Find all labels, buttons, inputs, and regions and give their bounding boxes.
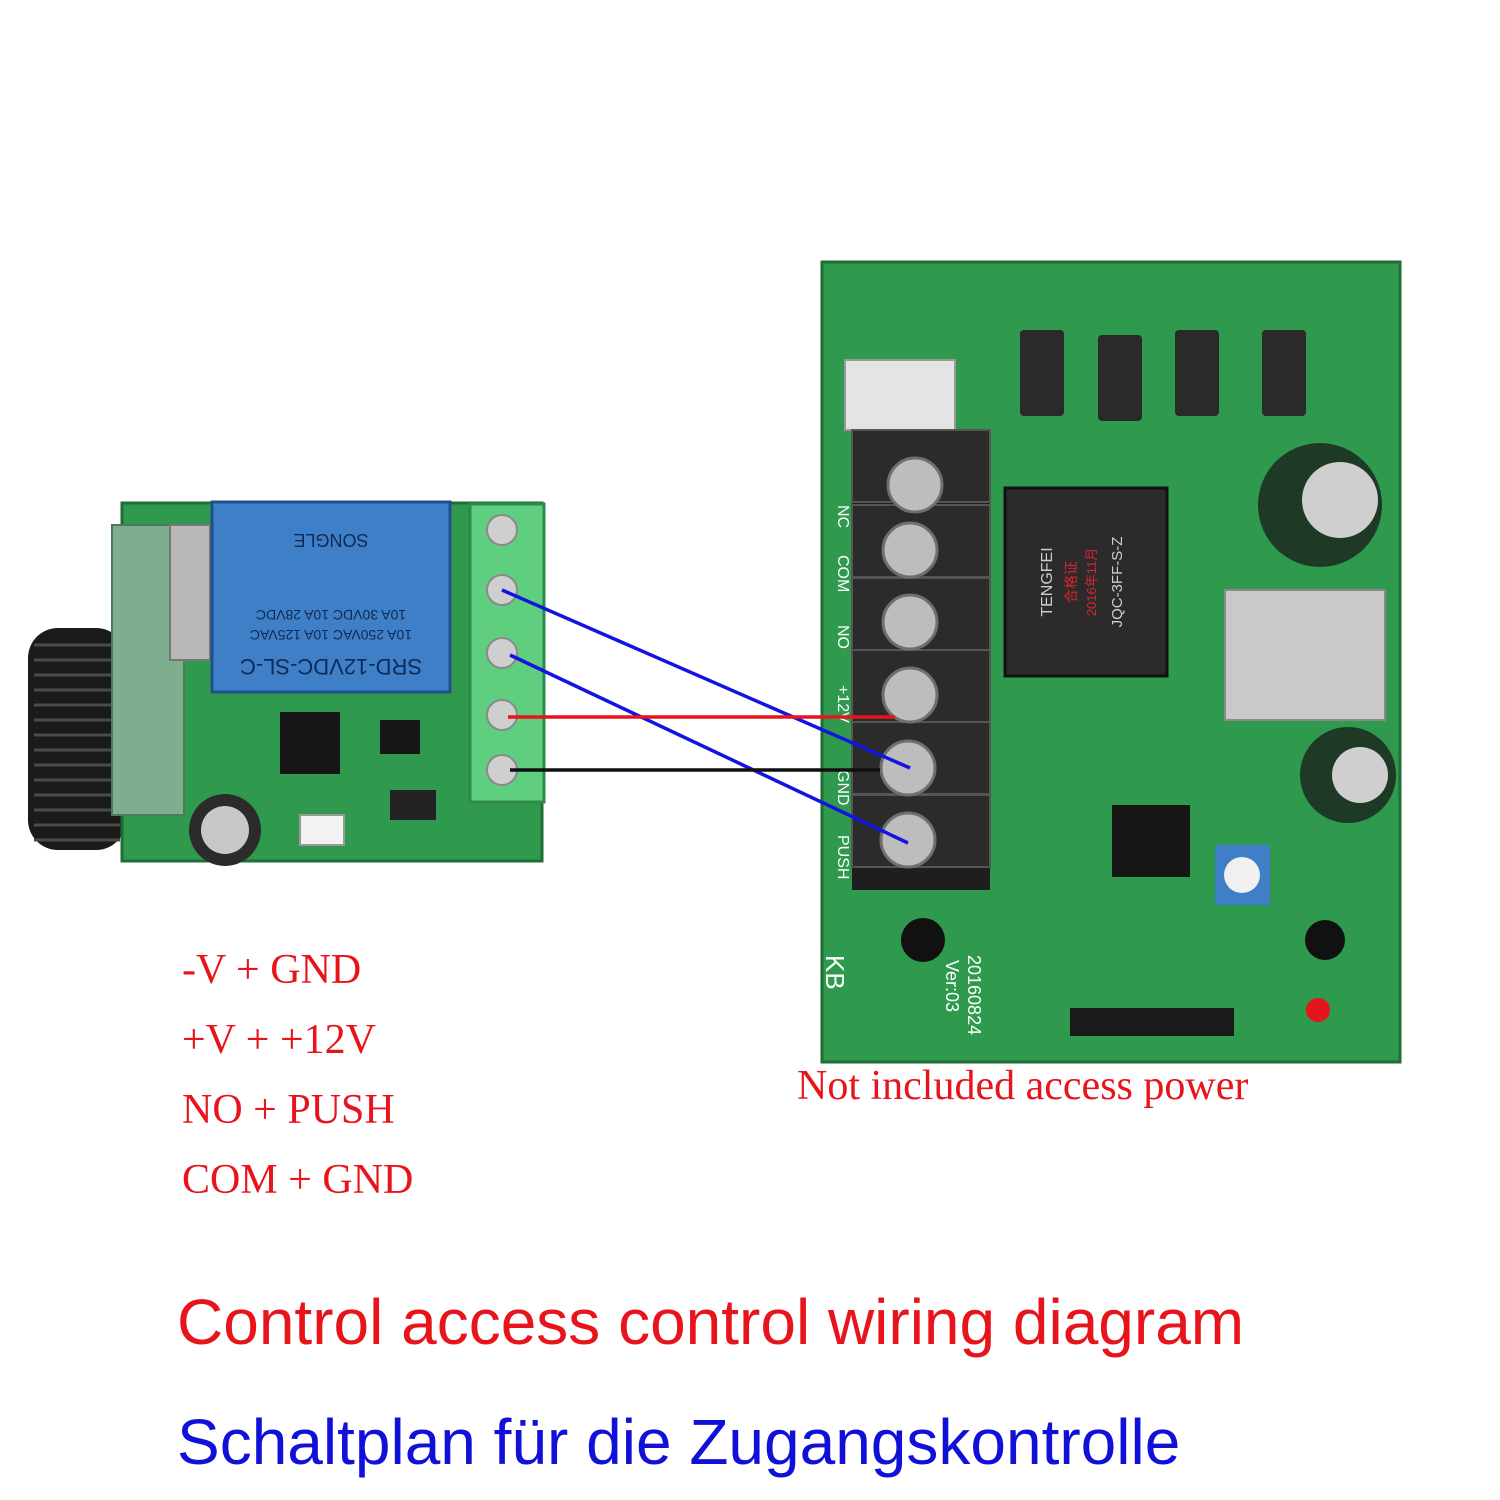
access-relay-stamp: 合格证	[1063, 561, 1079, 603]
wire-com-to-gnd	[501, 588, 911, 770]
access-relay-model: JQC-3FF-S-Z	[1109, 537, 1126, 628]
receiver-screw-1	[486, 514, 518, 546]
diodes	[1020, 330, 1306, 421]
wiring-notes: -V + GND +V + +12V NO + PUSH COM + GND	[182, 935, 413, 1215]
title-german: Schaltplan für die Zugangskontrolle	[177, 1406, 1181, 1478]
relay-model-text: SRD-12VDC-SL-C	[240, 654, 422, 679]
wiring-note-com-gnd: COM + GND	[182, 1157, 414, 1203]
board-version-text: Ver:03	[942, 960, 962, 1012]
terminal-screw-com	[881, 521, 939, 579]
terminal-label-push: PUSH	[834, 835, 851, 879]
access-relay-brand: TENGFEI	[1039, 547, 1056, 616]
access-ic	[1112, 805, 1190, 877]
board-date-text: 20160824	[964, 955, 984, 1035]
receiver-screw-4	[486, 699, 518, 731]
receiver-terminal-block	[468, 502, 546, 804]
receiver-relay	[210, 500, 452, 694]
wires	[501, 588, 911, 845]
terminal-label-com: COM	[834, 555, 851, 592]
wiring-note-no-push: NO + PUSH	[182, 1087, 395, 1133]
terminal-screw-12v	[881, 666, 939, 724]
led	[1306, 998, 1330, 1022]
terminal-screw-no	[881, 593, 939, 651]
wire-no-to-push	[509, 653, 909, 845]
relay-rating-ac-text: 10A 250VAC 10A 125VAC	[250, 627, 412, 643]
terminal-screw-push	[879, 811, 937, 869]
access-relay	[1003, 486, 1169, 678]
relay-rating-dc-text: 10A 30VDC 10A 28VDC	[256, 607, 406, 623]
access-power-board: TENGFEI 合格证 2016年11月 JQC-3FF-S-Z	[820, 260, 1402, 1064]
pin-header	[1070, 1008, 1234, 1036]
access-relay-date: 2016年11月	[1084, 548, 1099, 616]
wiring-note-vminus-gnd: -V + GND	[182, 947, 362, 993]
wiring-note-vplus-12v: +V + +12V	[182, 1017, 376, 1063]
terminal-screw-nc	[886, 456, 944, 514]
board-mark-text: KB	[820, 955, 850, 990]
receiver-module: SRD-12VDC-SL-C 10A 250VAC 10A 125VAC 10A…	[28, 500, 546, 866]
pcb-caption: Not included access power	[797, 1063, 1249, 1109]
terminal-label-gnd: GND	[834, 770, 851, 806]
terminal-label-no: NO	[834, 625, 851, 649]
terminal-label-12v: +12V	[834, 685, 851, 723]
rf-module	[111, 524, 185, 816]
title-english: Control access control wiring diagram	[177, 1286, 1245, 1358]
receiver-screw-3	[486, 637, 518, 669]
antenna-coil	[28, 628, 126, 850]
relay-brand-text: SONGLE	[293, 530, 368, 550]
terminal-label-nc: NC	[834, 505, 851, 528]
